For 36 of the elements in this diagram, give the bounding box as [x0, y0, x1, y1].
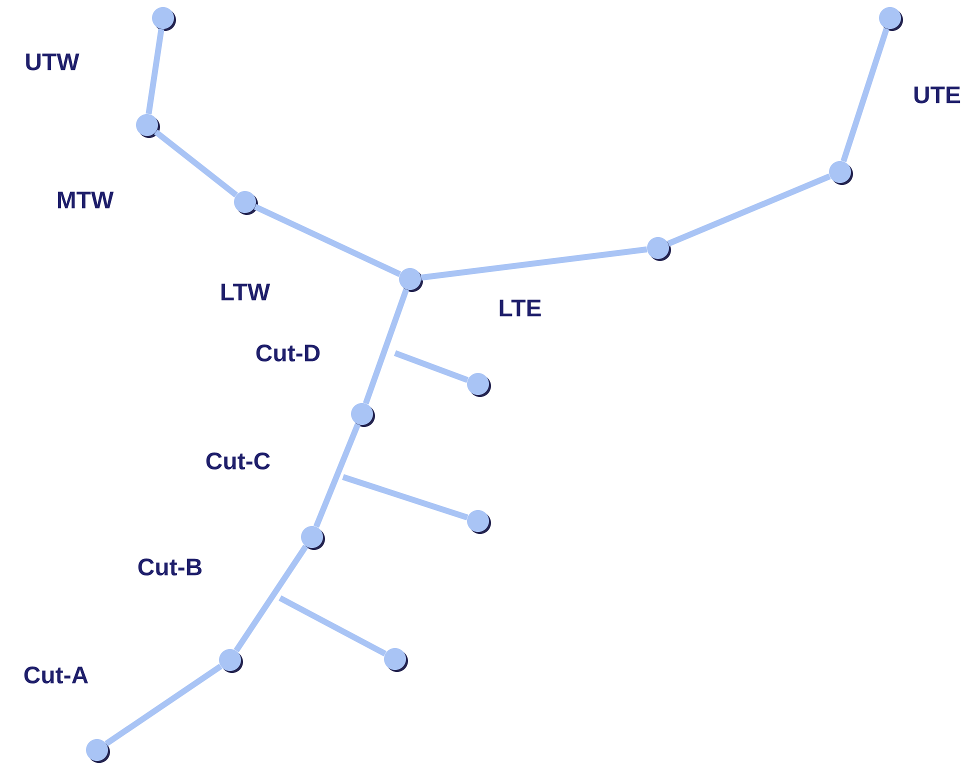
- joint-dot: [384, 648, 408, 672]
- joint-dot: [647, 237, 671, 261]
- joint-dot: [829, 161, 853, 185]
- skeleton-line: [278, 595, 387, 656]
- joint-dot: [301, 526, 325, 550]
- region-label: Cut-A: [24, 666, 88, 684]
- skeleton-line: [154, 130, 238, 198]
- region-label: UTE: [914, 86, 960, 104]
- skeleton-line: [146, 28, 164, 114]
- skeleton-line: [234, 544, 308, 652]
- skeleton-line: [254, 204, 402, 277]
- skeleton-line: [667, 174, 831, 246]
- joint-dot: [86, 739, 110, 763]
- joint-dot: [399, 268, 423, 292]
- joint-dot: [234, 191, 258, 215]
- region-label: MTW: [58, 192, 114, 208]
- region-label: Cut-D: [256, 344, 320, 362]
- skeleton-line: [342, 474, 468, 520]
- joint-dot: [351, 403, 375, 427]
- joint-dot: [219, 649, 243, 673]
- joint-dot: [879, 7, 903, 31]
- skeleton-line: [394, 350, 469, 383]
- joint-dot: [467, 373, 491, 397]
- region-label: LTW: [222, 284, 270, 300]
- region-label: Cut-C: [206, 452, 270, 470]
- region-label: LTE: [500, 300, 541, 316]
- region-label: UTW: [26, 54, 80, 70]
- skeleton-line: [362, 288, 410, 404]
- skeleton-line: [840, 28, 890, 162]
- joint-dot: [136, 114, 160, 138]
- joint-dot: [152, 7, 176, 31]
- skeleton-line: [313, 423, 361, 528]
- skeleton-line: [104, 664, 222, 746]
- skeleton-line: [420, 246, 648, 281]
- joint-dot: [467, 510, 491, 534]
- region-label: Cut-B: [138, 558, 202, 576]
